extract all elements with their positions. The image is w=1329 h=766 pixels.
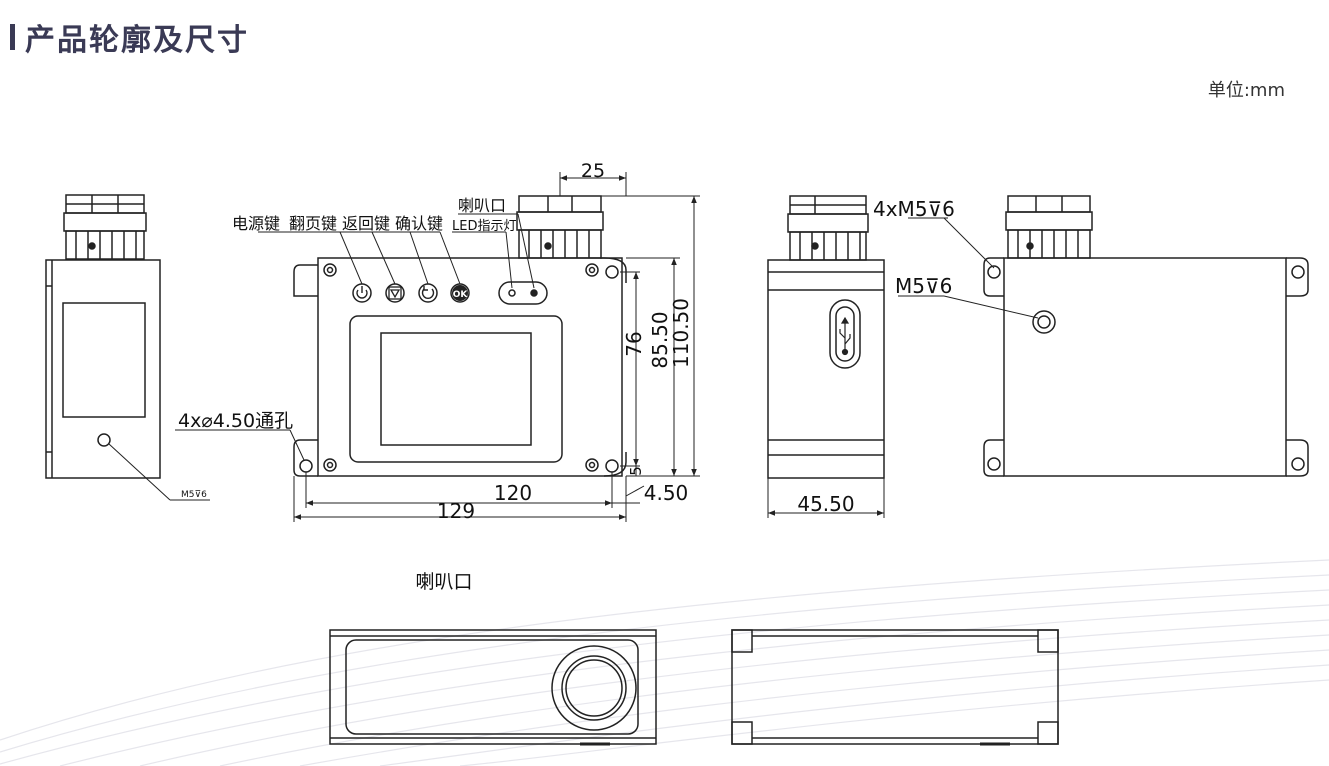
background-waves <box>0 559 1329 766</box>
confirm-key-label: 确认键 <box>395 214 443 233</box>
back-icon <box>421 286 435 299</box>
dim-120: 120 <box>494 481 532 505</box>
power-key-label: 电源键 <box>232 214 280 233</box>
dim-129: 129 <box>437 499 475 523</box>
bottom-view-speaker <box>329 629 657 746</box>
title-accent-bar <box>10 24 15 50</box>
page-title: 产品轮廓及尺寸 <box>25 23 249 58</box>
led-label: LED指示灯 <box>452 219 516 234</box>
side-thread-label: M5⊽6 <box>181 490 207 500</box>
page-key-label: 翻页键 <box>289 214 337 233</box>
back-key-label: 返回键 <box>342 214 390 233</box>
side-view-right <box>767 195 885 518</box>
back-view <box>898 195 1309 477</box>
dim-45-50: 45.50 <box>797 492 854 516</box>
side-view-left <box>45 194 210 501</box>
front-view <box>175 195 627 477</box>
power-icon <box>356 286 368 299</box>
speaker-label: 喇叭口 <box>458 196 506 215</box>
bottom-speaker-label: 喇叭口 <box>415 571 472 593</box>
holes-note: 4x⌀4.50通孔 <box>178 410 293 432</box>
usb-icon <box>839 316 851 356</box>
unit-label: 单位:mm <box>1207 80 1285 101</box>
dim-5: 5 <box>627 466 645 476</box>
bottom-view-plain <box>731 629 1059 746</box>
dim-25: 25 <box>581 160 605 182</box>
svg-text:OK: OK <box>453 290 469 300</box>
dim-4-50: 4.50 <box>644 481 689 505</box>
dim-76: 76 <box>622 331 646 356</box>
front-dimensions <box>293 172 700 522</box>
dim-110-50: 110.50 <box>669 298 693 368</box>
page-down-icon <box>388 286 402 300</box>
back-thread-count-label: 4xM5⊽6 <box>873 197 955 221</box>
back-thread-center-label: M5⊽6 <box>895 274 952 298</box>
dim-85-50: 85.50 <box>648 311 672 368</box>
ok-icon: OK <box>452 285 468 301</box>
section-title: 产品轮廓及尺寸 <box>10 20 249 58</box>
